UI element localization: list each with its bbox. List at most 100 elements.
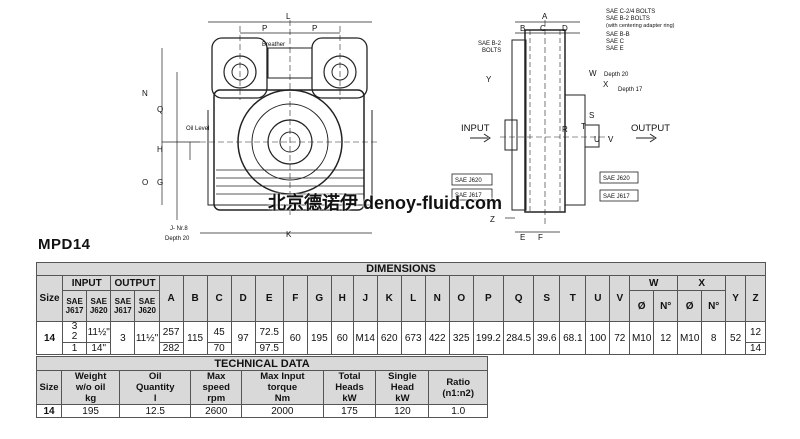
bolts-left-label: BOLTS	[482, 48, 501, 54]
cell-B: 115	[182, 321, 208, 355]
dimensions-table: DIMENSIONS Size INPUT OUTPUT A B C D E F…	[35, 262, 766, 355]
x-num: N°	[701, 290, 727, 322]
dim-A-label: A	[542, 12, 548, 21]
sae-e-label: SAE E	[606, 46, 624, 52]
input-header: INPUT	[62, 275, 112, 291]
cell-X-num: 8	[701, 321, 727, 355]
depth-20-label: Depth 20	[604, 72, 629, 78]
cell-C2: 70	[206, 342, 232, 355]
cell-X-diam: M10	[677, 321, 703, 355]
sae-c-bolts-label: SAE C-2/4 BOLTS	[606, 9, 655, 15]
right-pump-body	[311, 37, 368, 99]
dim-N-label: N	[142, 89, 148, 98]
cell-P: 199.2	[472, 321, 504, 355]
cell-J: M14	[352, 321, 378, 355]
col-K: K	[376, 275, 402, 322]
dim-T-label: T	[581, 122, 586, 131]
dim-H-label: H	[157, 145, 163, 154]
dimensions-title: DIMENSIONS	[36, 262, 766, 276]
dim-R-label: R	[562, 125, 568, 134]
sae-j620-right: SAE J620	[603, 176, 630, 182]
col-W: W	[629, 275, 679, 291]
col-F: F	[282, 275, 308, 322]
tech-cell-ratio: 1.0	[428, 404, 488, 418]
cell-E1: 72.5	[254, 321, 284, 343]
sae-j617-left: SAE J617	[455, 193, 482, 199]
input-j617: SAE J617	[62, 290, 88, 322]
dim-G-label: G	[157, 178, 163, 187]
col-V: V	[609, 275, 631, 322]
output-j617: SAE J617	[110, 290, 136, 322]
dim-E-label: E	[520, 233, 525, 242]
dim-F-label: F	[538, 233, 543, 242]
depth-17-label: Depth 17	[618, 87, 643, 93]
tech-h-ratio: Ratio(n1:n2)	[428, 370, 488, 405]
dim-U-label: U	[594, 135, 600, 144]
sae-b2-left-label: SAE B-2	[478, 41, 502, 47]
dim-C-label: C	[540, 24, 546, 33]
dim-P-label-1: P	[262, 24, 267, 33]
col-S: S	[533, 275, 561, 322]
sae-j620-left: SAE J620	[455, 178, 482, 184]
tech-h-size: Size	[36, 370, 62, 405]
side-input-flange	[511, 39, 527, 211]
output-header: OUTPUT	[110, 275, 160, 291]
tech-cell-torque: 2000	[241, 404, 324, 418]
cell-G: 195	[306, 321, 332, 355]
col-U: U	[585, 275, 611, 322]
cell-Q: 284.5	[502, 321, 535, 355]
table-row: 1 14" 282 70 97.5 14	[37, 342, 766, 355]
cell-in-j620-top: 11½"	[86, 321, 112, 343]
col-T: T	[559, 275, 587, 322]
cell-L: 673	[400, 321, 426, 355]
depth-label: Depth 20	[165, 236, 190, 242]
cell-size: 14	[35, 321, 64, 355]
cell-A2: 282	[158, 342, 184, 355]
side-output-flange	[564, 94, 586, 206]
model-title: MPD14	[38, 236, 91, 253]
col-G: G	[306, 275, 332, 322]
cell-Z2: 14	[745, 342, 766, 355]
col-E: E	[254, 275, 284, 322]
tech-cell-speed: 2600	[190, 404, 243, 418]
col-B: B	[182, 275, 208, 322]
breather-label: Breather	[262, 42, 285, 48]
cell-V: 72	[609, 321, 631, 355]
tech-cell-single: 120	[375, 404, 430, 418]
cell-Y: 52	[725, 321, 746, 355]
x-diam: Ø	[677, 290, 703, 322]
output-j620: SAE J620	[134, 290, 160, 322]
cell-out-j617: 3	[110, 321, 136, 355]
w-num: N°	[653, 290, 679, 322]
dim-L-label: L	[286, 12, 291, 21]
cell-F: 60	[282, 321, 308, 355]
cell-in-j620-bottom: 14"	[86, 342, 112, 355]
left-pump-body	[211, 37, 268, 99]
sae-bb-label: SAE B-B	[606, 32, 630, 38]
dim-Z-label: Z	[490, 215, 495, 224]
dim-B-label: B	[520, 24, 525, 33]
tech-cell-total: 175	[322, 404, 377, 418]
col-C: C	[206, 275, 232, 322]
side-input-shaft	[504, 119, 518, 151]
cell-Z1: 12	[745, 321, 766, 343]
adapter-ring-label: (with centering adapter ring)	[606, 23, 675, 29]
cell-S: 39.6	[533, 321, 561, 355]
dim-S-label: S	[589, 111, 594, 120]
output-label: OUTPUT	[631, 123, 670, 134]
cell-K: 620	[376, 321, 402, 355]
cell-W-diam: M10	[629, 321, 655, 355]
side-output-shaft	[584, 124, 600, 148]
cell-out-j620: 11½"	[134, 321, 160, 355]
sae-c-label: SAE C	[606, 39, 625, 45]
cell-O: 325	[448, 321, 474, 355]
col-O: O	[448, 275, 474, 322]
sae-b2-bolts-label: SAE B-2 BOLTS	[606, 16, 650, 22]
col-H: H	[330, 275, 354, 322]
col-Q: Q	[502, 275, 535, 322]
